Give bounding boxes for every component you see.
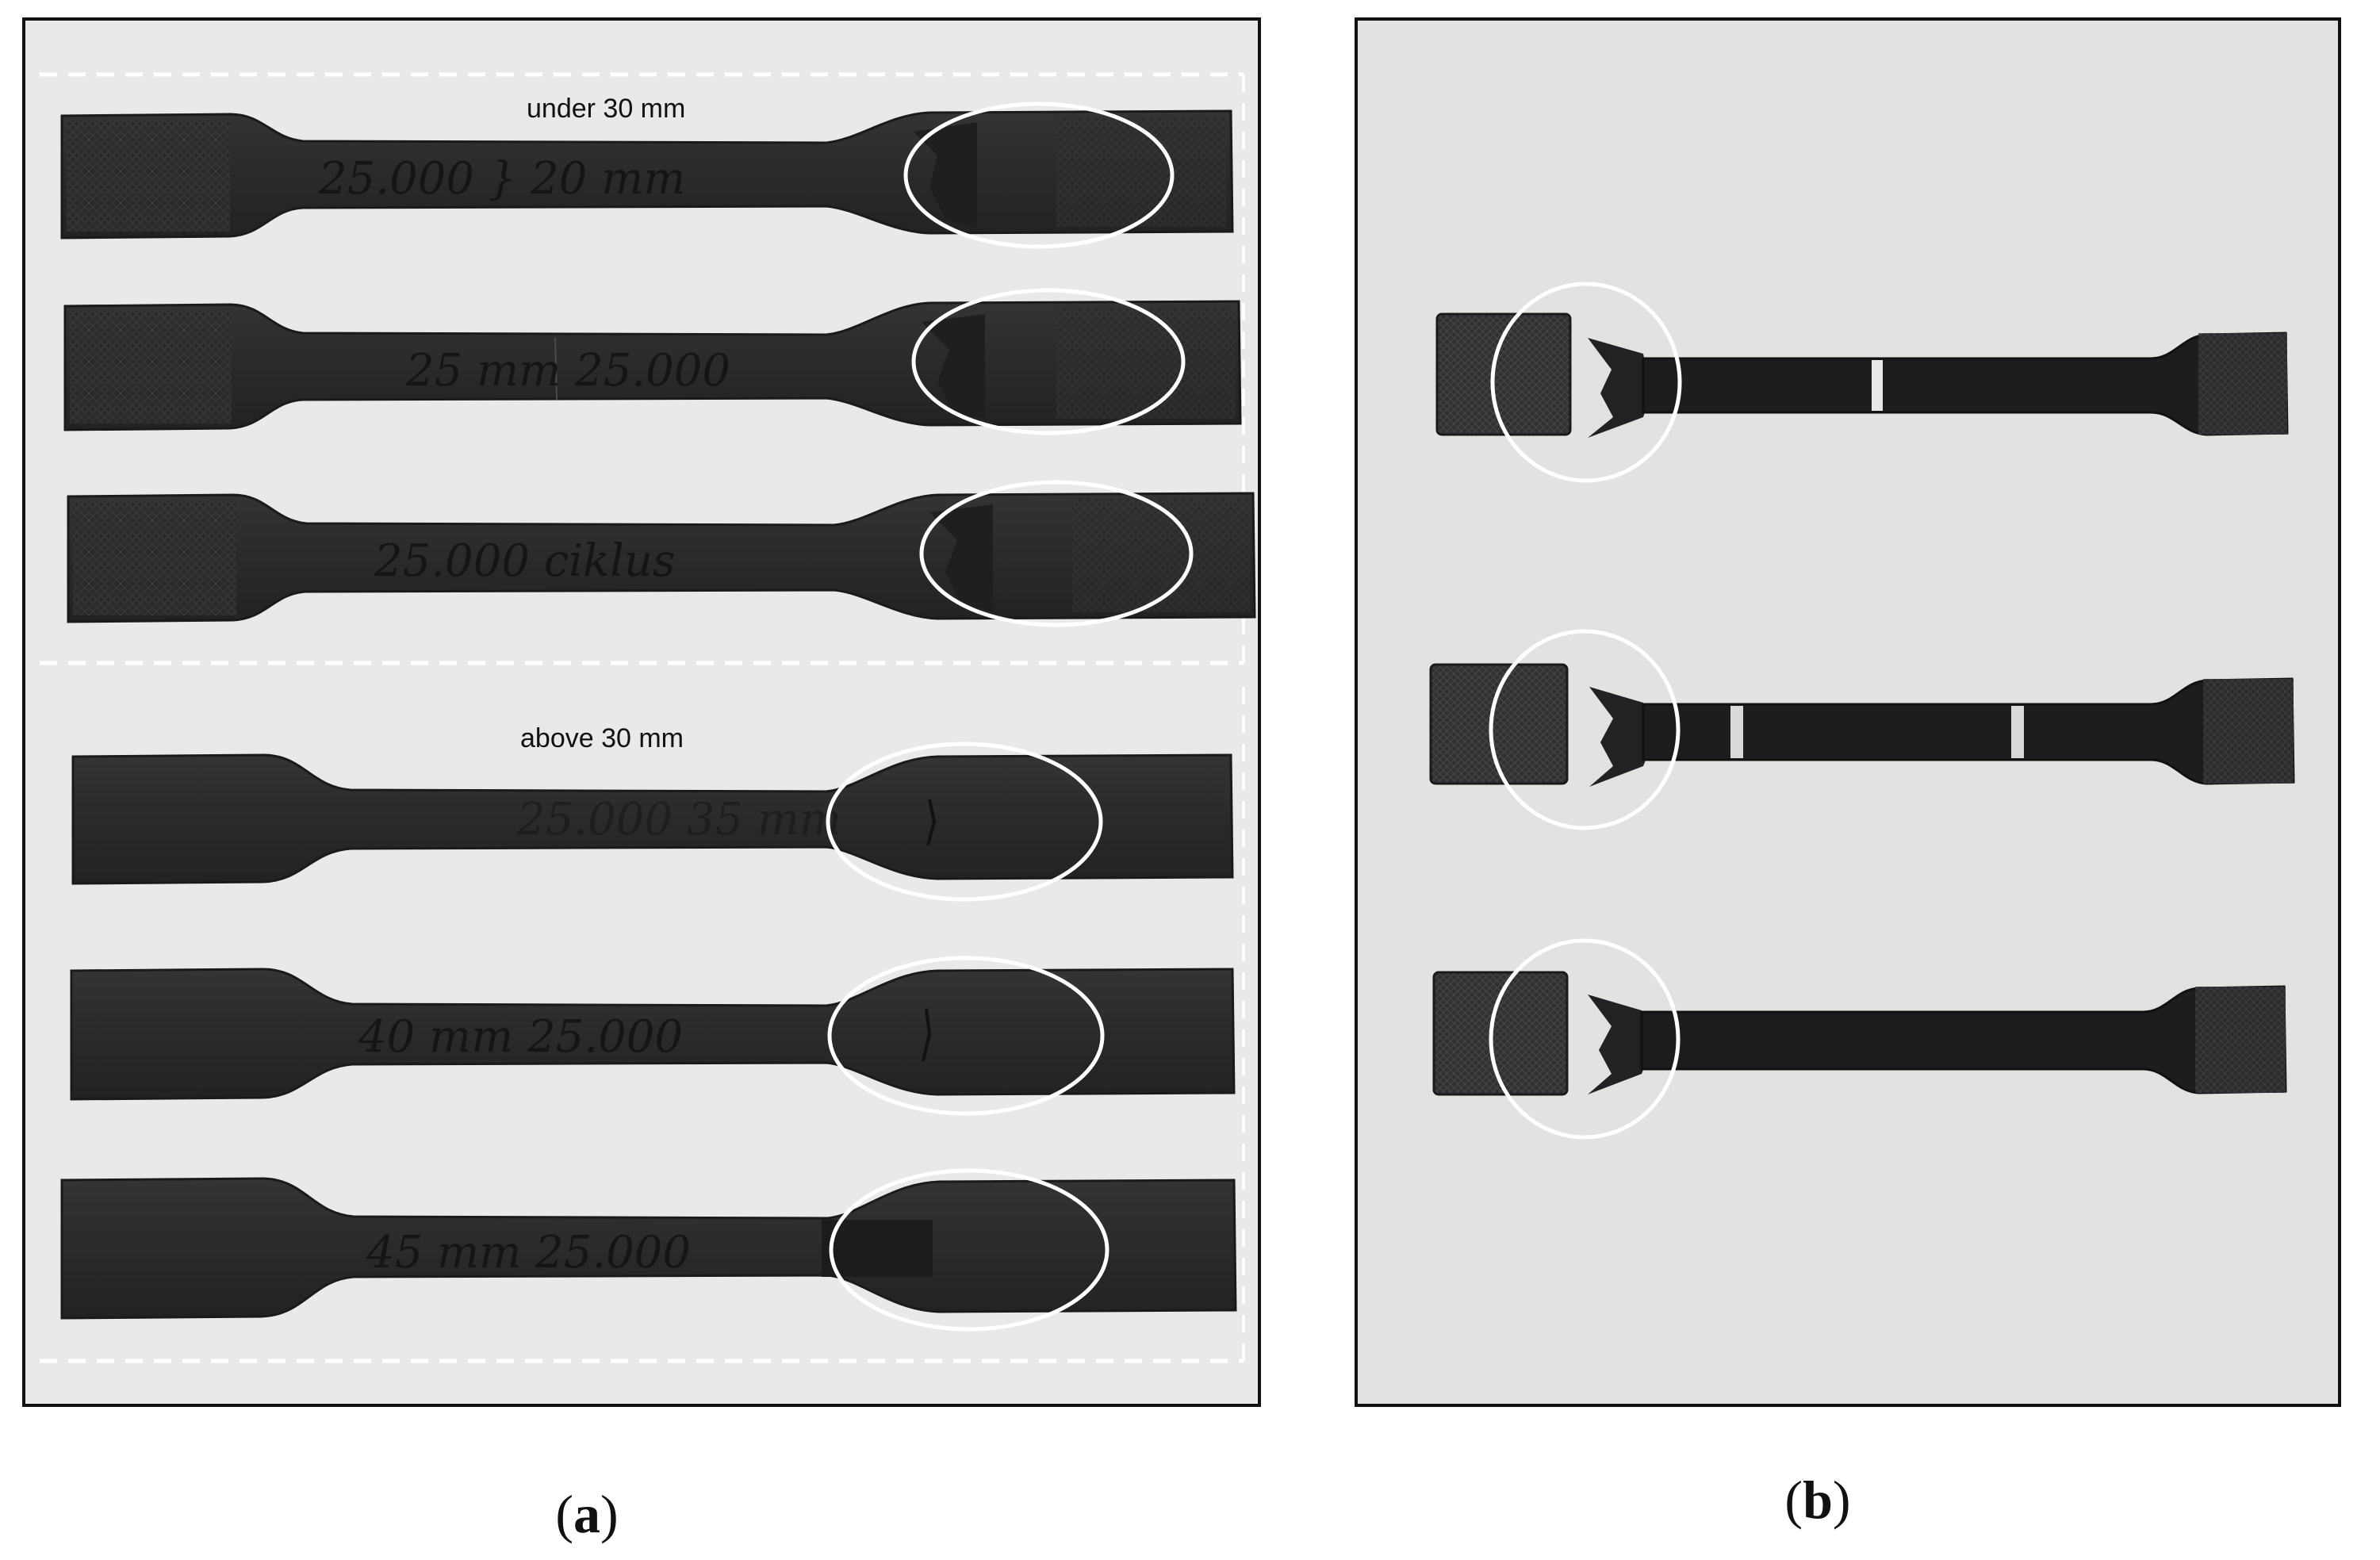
fracture-highlight-a5 <box>827 956 1105 1116</box>
specimen-a2: 25 mm 25.000 <box>63 288 1242 435</box>
dashed-group-frame-bottom <box>40 687 1245 1363</box>
specimen-a4-marking: 25.000 35 mm <box>516 794 841 845</box>
caption-a: (a) <box>555 1484 619 1544</box>
fracture-highlight-a6 <box>829 1168 1110 1332</box>
panel-a-scene: under 30 mm above 30 mm 25.000 } 20 mm 2… <box>40 72 1256 1363</box>
caption-b: (b) <box>1784 1470 1851 1530</box>
specimen-a2-marking: 25 mm 25.000 <box>405 345 730 397</box>
group-label-above: above 30 mm <box>520 723 684 753</box>
fracture-highlight-a3 <box>919 480 1194 627</box>
panel-a-photo: under 30 mm above 30 mm 25.000 } 20 mm 2… <box>22 17 1261 1407</box>
fracture-highlight-b3 <box>1489 938 1681 1140</box>
fracture-highlight-b2 <box>1489 629 1681 830</box>
specimen-a5: 40 mm 25.000 <box>70 956 1236 1116</box>
fracture-highlight-a4 <box>826 742 1103 902</box>
fracture-highlight-b1 <box>1490 282 1682 483</box>
specimen-b1 <box>1435 282 2289 483</box>
specimen-a3-marking: 25.000 ciklus <box>374 535 676 587</box>
specimen-a6: 45 mm 25.000 <box>60 1168 1237 1332</box>
panel-b-scene <box>1429 282 2295 1140</box>
specimen-a4: 25.000 35 mm <box>71 742 1234 902</box>
fracture-highlight-a1 <box>903 102 1175 249</box>
specimen-a6-marking: 45 mm 25.000 <box>366 1227 691 1278</box>
panel-b-photo <box>1355 17 2341 1407</box>
specimen-a5-marking: 40 mm 25.000 <box>358 1011 683 1063</box>
specimen-b3 <box>1432 938 2287 1140</box>
group-label-under: under 30 mm <box>527 94 685 124</box>
specimen-a1: 25.000 } 20 mm <box>60 102 1234 249</box>
fracture-highlight-a2 <box>911 288 1186 435</box>
specimen-a1-marking: 25.000 } 20 mm <box>318 153 685 205</box>
specimen-a3: 25.000 ciklus <box>67 480 1256 627</box>
specimen-b2 <box>1429 629 2295 830</box>
